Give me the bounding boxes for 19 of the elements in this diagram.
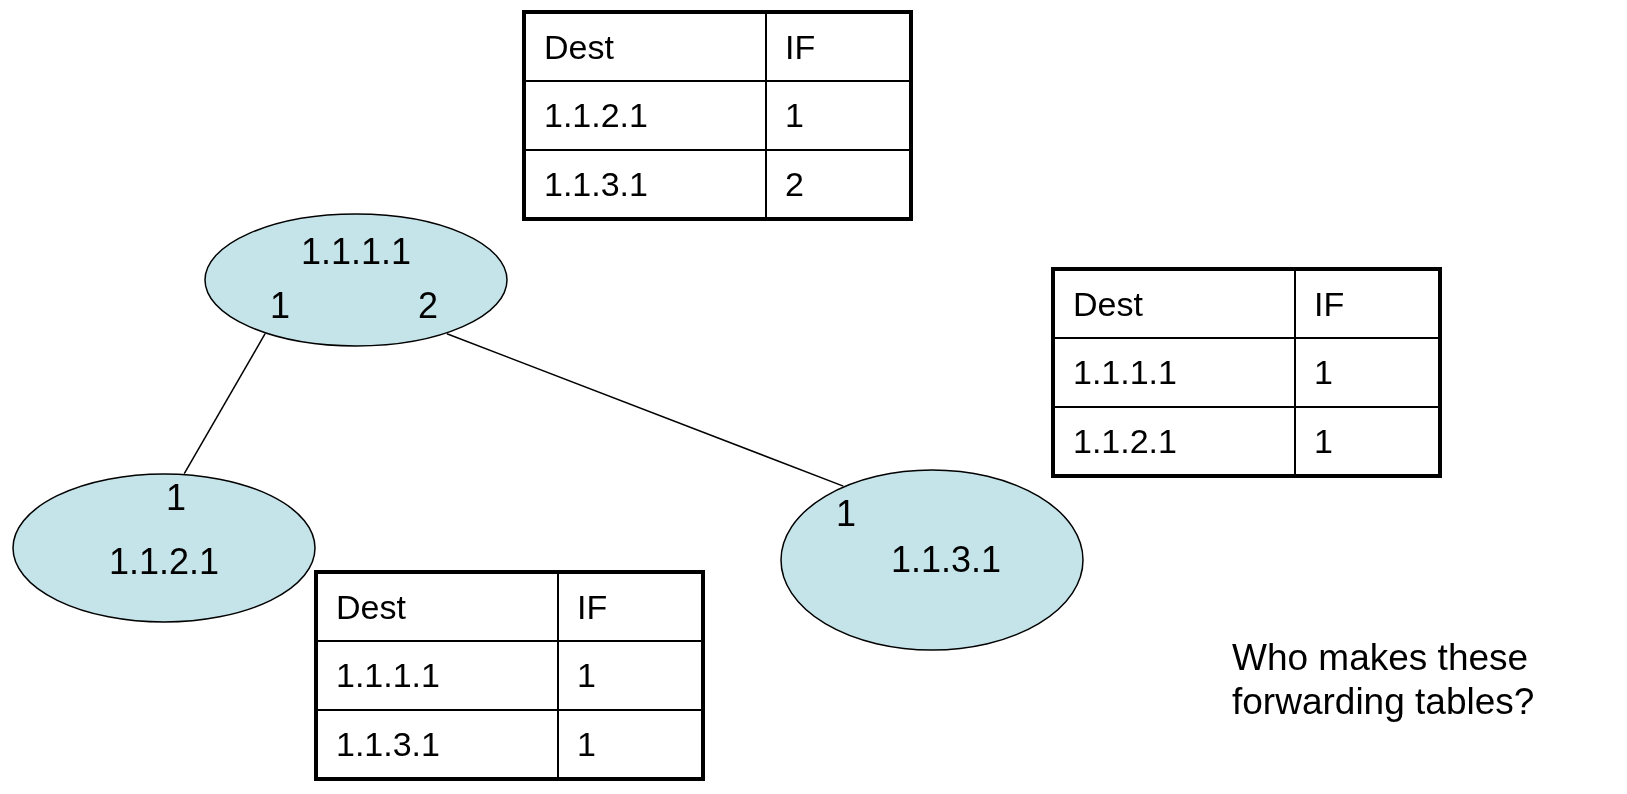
link-line [183, 332, 266, 475]
router-address: 1.1.3.1 [890, 542, 1002, 578]
table-cell: Dest [1053, 269, 1295, 338]
table-cell: Dest [316, 572, 558, 641]
router-ellipse [12, 473, 316, 623]
table-cell: Dest [524, 12, 766, 81]
router-address: 1.1.2.1 [108, 544, 220, 580]
interface-number: 2 [418, 288, 438, 324]
interface-number: 1 [836, 496, 856, 532]
router-ellipse [204, 213, 508, 347]
table-cell: 1.1.1.1 [1053, 338, 1295, 407]
table-cell: 1.1.1.1 [316, 641, 558, 710]
interface-number: 1 [166, 480, 186, 516]
link-line [446, 332, 845, 487]
table-cell: 1.1.2.1 [524, 81, 766, 150]
router-ellipse [780, 469, 1084, 651]
router-address: 1.1.1.1 [300, 234, 412, 270]
question-text: Who makes these forwarding tables? [1232, 636, 1536, 725]
interface-number: 1 [270, 288, 290, 324]
